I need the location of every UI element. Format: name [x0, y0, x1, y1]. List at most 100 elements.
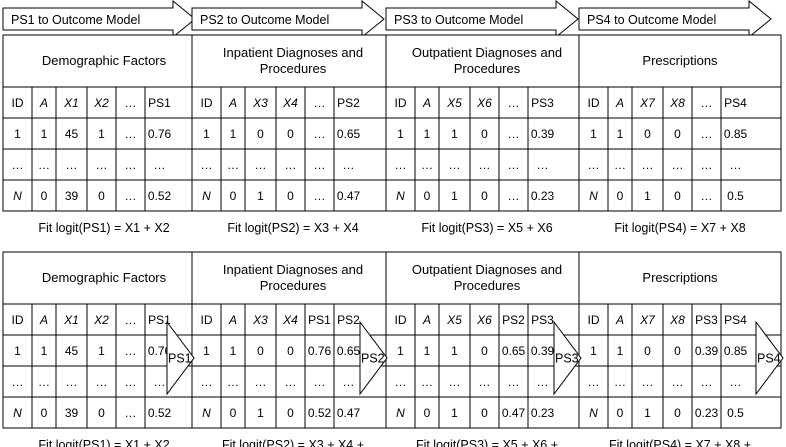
table-cell: 0.39: [531, 127, 555, 141]
table-cell: 0.23: [531, 189, 555, 203]
table-cell: 0: [644, 127, 651, 141]
table-cell: 0.47: [337, 189, 361, 203]
table-cell: 39: [65, 406, 79, 420]
table-header-cell: …: [125, 96, 137, 110]
panel-title: Prescriptions: [642, 53, 718, 68]
arrow-label: PS3: [555, 352, 579, 366]
table-cell: …: [154, 375, 166, 389]
table-cell: 45: [65, 344, 79, 358]
table-cell: N: [396, 189, 405, 203]
table-cell: …: [285, 158, 297, 172]
table-header-cell: ID: [12, 313, 24, 327]
table-cell: …: [227, 158, 239, 172]
table-cell: 1: [14, 127, 21, 141]
table-cell: …: [701, 127, 713, 141]
panel-title: Outpatient Diagnoses and: [412, 45, 562, 60]
table-cell: 0.76: [148, 127, 172, 141]
table-cell: …: [255, 158, 267, 172]
panel-title: Inpatient Diagnoses and: [223, 262, 363, 277]
table-cell: 0: [424, 406, 431, 420]
arrow-label: PS4 to Outcome Model: [587, 13, 716, 27]
table-cell: 1: [590, 344, 597, 358]
table-cell: …: [479, 158, 491, 172]
table-header-cell: ID: [588, 96, 600, 110]
table-cell: …: [314, 375, 326, 389]
table-cell: …: [314, 127, 326, 141]
table-header-cell: PS2: [337, 96, 360, 110]
table-cell: 0.47: [337, 406, 361, 420]
table-cell: 1: [644, 189, 651, 203]
table-header-cell: PS2: [502, 313, 525, 327]
table-cell: 0: [257, 127, 264, 141]
table-cell: …: [343, 158, 355, 172]
table-cell: 0: [424, 189, 431, 203]
table-cell: …: [125, 127, 137, 141]
table-cell: …: [701, 158, 713, 172]
table-cell: …: [38, 158, 50, 172]
table-cell: 1: [617, 344, 624, 358]
table-header-cell: ID: [588, 313, 600, 327]
table-cell: …: [154, 158, 166, 172]
outcome-arrow-1: PS1 to Outcome Model: [2, 0, 196, 39]
table-header-cell: ID: [12, 96, 24, 110]
table-cell: 0.65: [337, 344, 361, 358]
table-cell: …: [314, 158, 326, 172]
score-arrow-3: PS3: [553, 320, 582, 396]
table-header-cell: PS4: [724, 313, 747, 327]
table-cell: 1: [98, 344, 105, 358]
table-cell: 0.65: [337, 127, 361, 141]
outcome-arrow-2: PS2 to Outcome Model: [191, 0, 385, 39]
table-header-cell: X5: [446, 313, 462, 327]
table-cell: …: [285, 375, 297, 389]
table-cell: …: [537, 375, 549, 389]
table-cell: …: [125, 344, 137, 358]
table-cell: 1: [424, 127, 431, 141]
table-cell: …: [449, 158, 461, 172]
table-header-cell: X3: [252, 96, 268, 110]
table-header-cell: …: [701, 96, 713, 110]
table-cell: N: [396, 406, 405, 420]
table-header-cell: X7: [639, 96, 656, 110]
table-cell: 0.65: [502, 344, 526, 358]
table-cell: …: [201, 375, 213, 389]
panel-title: Procedures: [454, 278, 521, 293]
table-cell: 0: [481, 344, 488, 358]
table-header-cell: X6: [476, 96, 492, 110]
table-header-cell: PS2: [337, 313, 360, 327]
table-cell: 0: [287, 406, 294, 420]
table-cell: 0.85: [724, 127, 748, 141]
score-arrow-1: PS1: [166, 320, 195, 396]
table-cell: 0.52: [148, 189, 172, 203]
table-cell: 1: [41, 127, 48, 141]
arrow-shape: [191, 0, 385, 39]
table-cell: …: [672, 158, 684, 172]
table-cell: …: [672, 375, 684, 389]
table-cell: 0.52: [148, 406, 172, 420]
table-cell: …: [701, 189, 713, 203]
score-arrow-4: PS4: [755, 320, 784, 396]
table-cell: 0: [674, 127, 681, 141]
arrow-label: PS1 to Outcome Model: [11, 13, 140, 27]
table-cell: N: [589, 406, 598, 420]
table-header-cell: PS3: [531, 313, 554, 327]
table-cell: 1: [451, 406, 458, 420]
table-header-cell: A: [615, 313, 624, 327]
table-cell: 0: [481, 127, 488, 141]
table-header-cell: A: [615, 96, 624, 110]
table-cell: 1: [451, 189, 458, 203]
table-cell: …: [421, 158, 433, 172]
table-cell: 1: [257, 406, 264, 420]
table-cell: …: [642, 375, 654, 389]
table-cell: 1: [451, 344, 458, 358]
table-cell: 0.39: [531, 344, 555, 358]
table-cell: …: [642, 158, 654, 172]
table-header-cell: X4: [282, 96, 298, 110]
table-header-cell: A: [422, 313, 431, 327]
panel-title: Procedures: [260, 61, 327, 76]
table-cell: 0: [287, 127, 294, 141]
table-cell: 0.5: [727, 189, 744, 203]
table-header-cell: X3: [252, 313, 268, 327]
